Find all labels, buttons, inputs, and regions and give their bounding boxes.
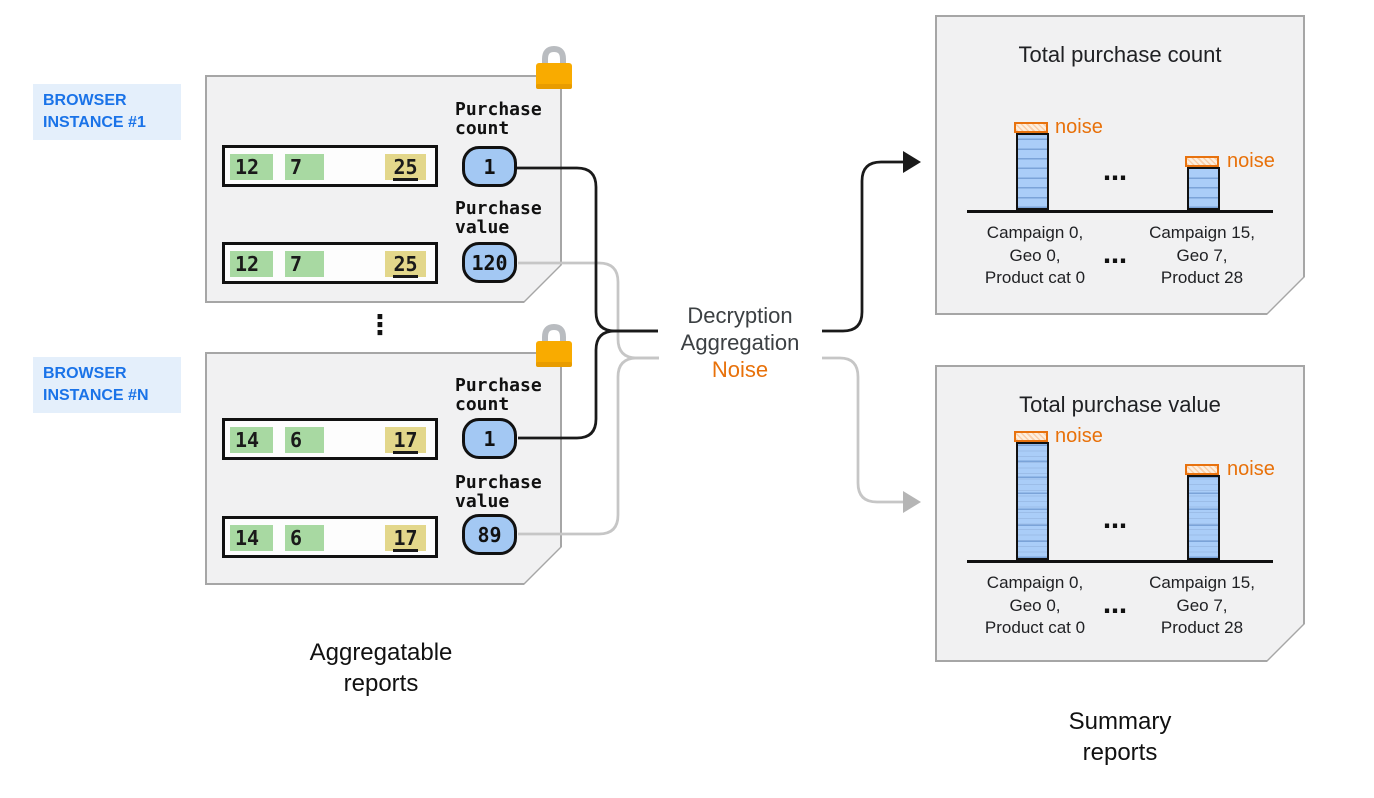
bucket-cell-highlighted: 25 bbox=[385, 251, 426, 277]
noise-annotation: noise bbox=[1227, 150, 1275, 172]
purchase-count-pill: 1 bbox=[462, 418, 517, 459]
browser-instance-1-label: BROWSER INSTANCE #1 bbox=[33, 84, 181, 140]
bucket-cell: 14 bbox=[230, 427, 273, 453]
category-line: Geo 0, bbox=[1009, 595, 1061, 615]
chart-title: Total purchase value bbox=[1019, 392, 1221, 417]
encrypted-histogram-row: 14 6 17 bbox=[222, 516, 438, 558]
category-line: Product cat 0 bbox=[984, 268, 1086, 287]
category-label: Campaign 0, Geo 0, Product cat 0 bbox=[955, 222, 1115, 290]
noise-cap bbox=[1185, 464, 1219, 475]
aggregatable-report-box-n: 14 6 17 14 6 17 Purchase count 1 Purchas… bbox=[205, 352, 562, 585]
noise-cap bbox=[1014, 122, 1048, 133]
chart-title: Total purchase count bbox=[1018, 42, 1222, 67]
bucket-cell-highlighted: 17 bbox=[385, 427, 426, 453]
encrypted-histogram-row: 14 6 17 bbox=[222, 418, 438, 460]
aggregatable-report-box-1: 12 7 25 12 7 25 Purchase count 1 Purchas… bbox=[205, 75, 562, 303]
category-line: Product cat 0 bbox=[984, 618, 1086, 637]
pipeline-step-noise: Noise bbox=[711, 357, 769, 382]
category-line: Campaign 0, bbox=[986, 223, 1084, 242]
count-flow-arrowhead-icon bbox=[903, 151, 921, 173]
bucket-cell-highlighted: 17 bbox=[385, 525, 426, 551]
category-line: Campaign 15, bbox=[1149, 223, 1255, 242]
value-bar-campaign0 bbox=[1016, 442, 1049, 560]
category-line: Geo 0, bbox=[1009, 245, 1061, 265]
noise-annotation: noise bbox=[1055, 425, 1103, 447]
horizontal-ellipsis-icon: ⋯ bbox=[1103, 512, 1127, 540]
category-label: Campaign 0, Geo 0, Product cat 0 bbox=[955, 572, 1115, 640]
aggregatable-reports-caption: Aggregatable reports bbox=[309, 639, 453, 697]
pipeline-step-aggregation: Aggregation bbox=[680, 330, 800, 355]
purchase-count-label: Purchase count bbox=[455, 99, 542, 139]
summary-report-count-box: Total purchase count noise noise ⋯ Campa… bbox=[935, 15, 1305, 315]
horizontal-ellipsis-icon: ⋯ bbox=[1103, 247, 1127, 275]
summary-reports-caption: Summary reports bbox=[1068, 708, 1172, 766]
category-label: Campaign 15, Geo 7, Product 28 bbox=[1122, 222, 1282, 290]
aggregation-pipeline-label: Decryption Aggregation Noise bbox=[650, 302, 830, 383]
category-line: Campaign 0, bbox=[986, 573, 1084, 592]
value-flow-line bbox=[822, 356, 904, 504]
pipeline-step-decryption: Decryption bbox=[687, 303, 793, 328]
purchase-value-pill: 89 bbox=[462, 514, 517, 555]
purchase-count-label: Purchase count bbox=[455, 375, 542, 415]
horizontal-ellipsis-icon: ⋯ bbox=[1103, 597, 1127, 625]
horizontal-ellipsis-icon: ⋯ bbox=[1103, 164, 1127, 192]
bucket-cell: 12 bbox=[230, 251, 273, 277]
value-flow-arrowhead-icon bbox=[903, 491, 921, 513]
bucket-cell: 7 bbox=[285, 154, 324, 180]
x-axis bbox=[967, 560, 1273, 563]
vertical-ellipsis-icon: ⋮ bbox=[366, 310, 394, 341]
purchase-value-label: Purchase value bbox=[455, 198, 542, 238]
purchase-value-pill: 120 bbox=[462, 242, 517, 283]
bucket-cell: 14 bbox=[230, 525, 273, 551]
x-axis bbox=[967, 210, 1273, 213]
browser-instance-n-label: BROWSER INSTANCE #N bbox=[33, 357, 181, 413]
value-bar-campaign15 bbox=[1187, 475, 1220, 560]
category-line: Product 28 bbox=[1160, 618, 1244, 637]
purchase-count-pill: 1 bbox=[462, 146, 517, 187]
encrypted-histogram-row: 12 7 25 bbox=[222, 242, 438, 284]
noise-annotation: noise bbox=[1227, 458, 1275, 480]
category-line: Geo 7, bbox=[1176, 595, 1228, 615]
bucket-cell: 6 bbox=[285, 427, 324, 453]
purchase-value-label: Purchase value bbox=[455, 472, 542, 512]
summary-report-value-box: Total purchase value noise noise ⋯ Campa… bbox=[935, 365, 1305, 662]
noise-annotation: noise bbox=[1055, 116, 1103, 138]
category-line: Geo 7, bbox=[1176, 245, 1228, 265]
bucket-cell-highlighted: 25 bbox=[385, 154, 426, 180]
encrypted-histogram-row: 12 7 25 bbox=[222, 145, 438, 187]
bucket-cell: 7 bbox=[285, 251, 324, 277]
category-line: Campaign 15, bbox=[1149, 573, 1255, 592]
category-line: Product 28 bbox=[1160, 268, 1244, 287]
count-bar-campaign15 bbox=[1187, 167, 1220, 210]
bucket-cell: 6 bbox=[285, 525, 324, 551]
bucket-cell: 12 bbox=[230, 154, 273, 180]
category-label: Campaign 15, Geo 7, Product 28 bbox=[1122, 572, 1282, 640]
noise-cap bbox=[1185, 156, 1219, 167]
noise-cap bbox=[1014, 431, 1048, 442]
count-bar-campaign0 bbox=[1016, 133, 1049, 210]
count-flow-line bbox=[822, 160, 904, 333]
